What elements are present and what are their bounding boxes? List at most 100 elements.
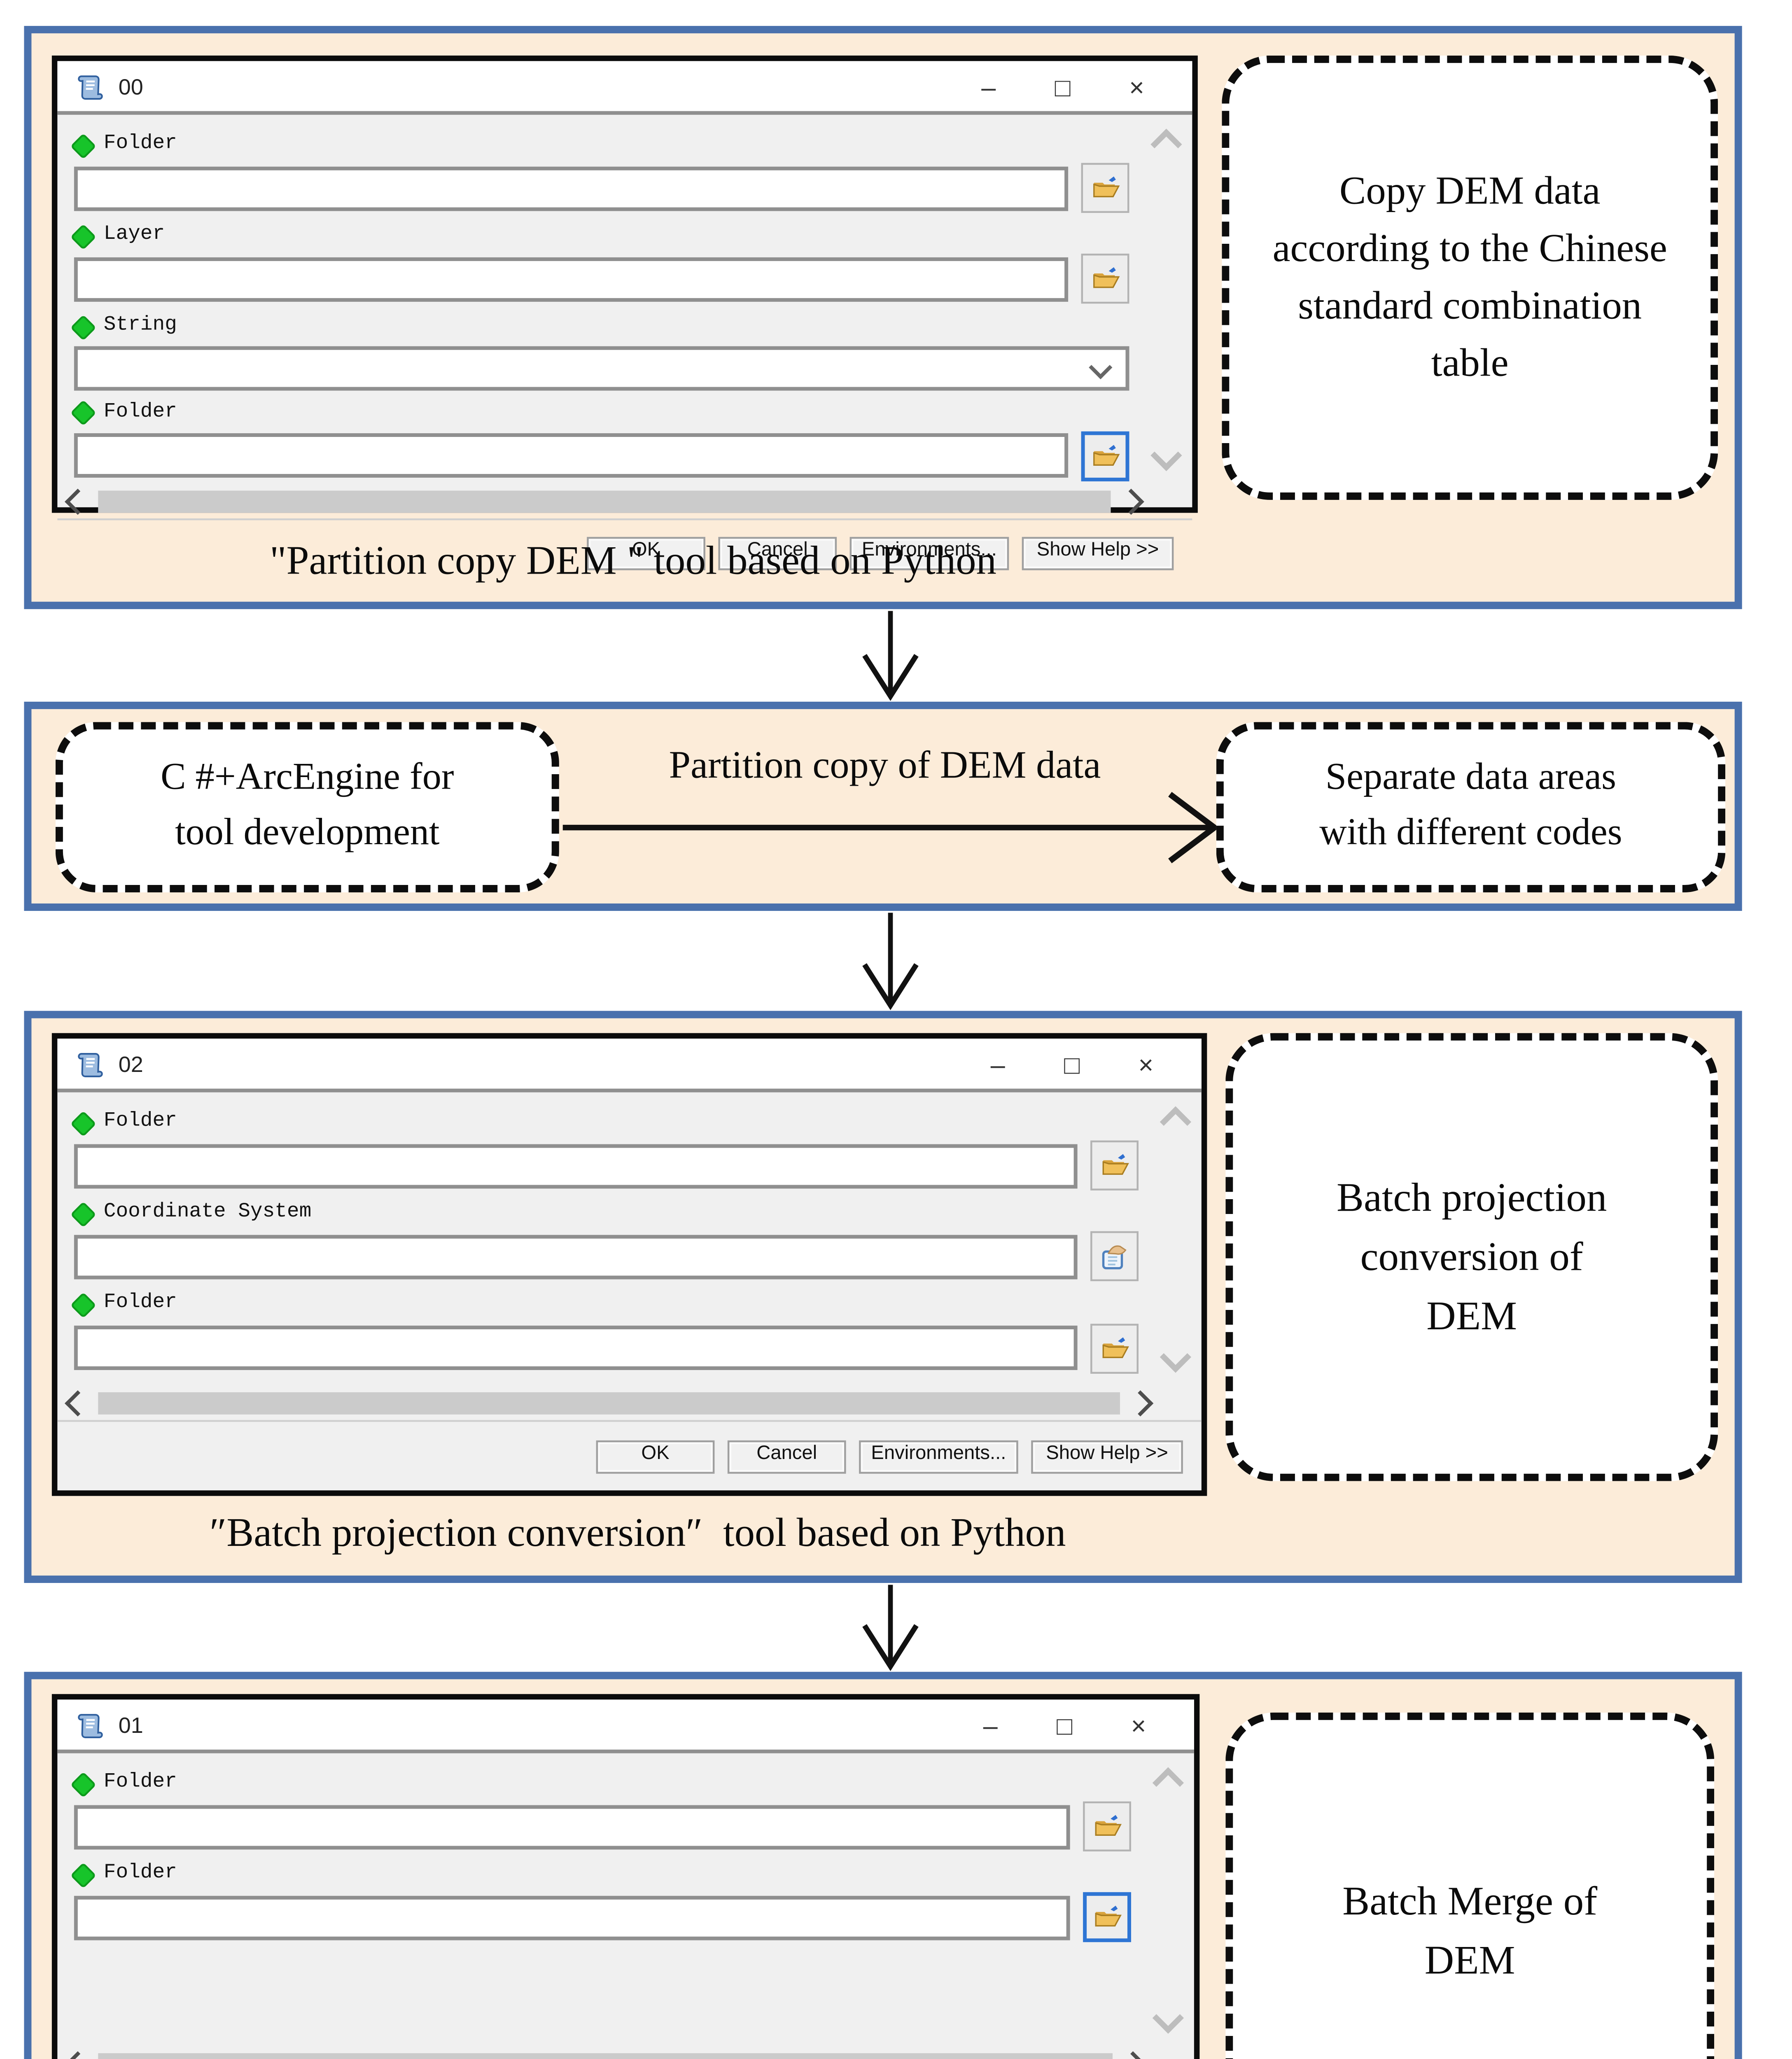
folder-input[interactable]	[74, 1144, 1078, 1188]
cancel-button[interactable]: Cancel	[727, 1439, 846, 1473]
window-title: 02	[118, 1051, 143, 1077]
environments-button[interactable]: Environments...	[859, 1439, 1018, 1473]
flow-arrow-down-icon	[862, 1585, 919, 1671]
field-label: Folder	[103, 1111, 177, 1133]
param-field: Folder	[70, 1862, 1131, 1943]
param-field: Coordinate System	[70, 1201, 1139, 1282]
chevron-down-icon	[1089, 355, 1113, 379]
tool-window-02: 02 – □ × Folder	[51, 1033, 1207, 1496]
required-param-dot	[70, 314, 97, 341]
stage4-panel: 01 – □ × Folder	[24, 1671, 1742, 2059]
scroll-up-icon[interactable]	[1152, 1767, 1184, 1799]
folder-input[interactable]	[74, 434, 1069, 479]
string-combobox[interactable]	[74, 345, 1129, 390]
required-param-dot	[70, 1201, 97, 1228]
titlebar[interactable]: 00 – □ ×	[57, 61, 1192, 115]
box-separate-data-areas: Separate data areas with different codes	[1216, 722, 1726, 893]
close-button[interactable]: ×	[1131, 1709, 1146, 1739]
caption-partition-copy-tool: "Partition copy DEM " tool based on Pyth…	[270, 537, 997, 584]
scrollbar-thumb[interactable]	[98, 490, 1111, 513]
browse-folder-button[interactable]	[1090, 1141, 1139, 1191]
cancel-button[interactable]: Cancel	[718, 537, 837, 571]
show-help-button[interactable]: Show Help >>	[1031, 1439, 1183, 1473]
close-button[interactable]: ×	[1129, 71, 1144, 101]
browse-folder-button[interactable]	[1081, 254, 1129, 305]
minimize-button[interactable]: –	[981, 71, 996, 101]
scroll-up-icon[interactable]	[1150, 128, 1182, 160]
required-param-dot	[70, 1110, 97, 1136]
tool-window-01: 01 – □ × Folder	[51, 1694, 1200, 2059]
layer-input[interactable]	[74, 257, 1069, 302]
scrollbar-thumb[interactable]	[98, 1392, 1120, 1415]
stage3-panel: 02 – □ × Folder	[24, 1011, 1742, 1583]
field-label: Folder	[103, 401, 177, 423]
maximize-button[interactable]: □	[1057, 1709, 1073, 1739]
ok-button[interactable]: OK	[596, 1439, 715, 1473]
folder-input[interactable]	[74, 166, 1069, 211]
titlebar[interactable]: 01 – □ ×	[57, 1699, 1194, 1753]
scroll-right-icon[interactable]	[1120, 2051, 1146, 2059]
script-tool-icon	[76, 71, 105, 101]
scroll-right-icon[interactable]	[1127, 1390, 1154, 1417]
note-batch-merge: Batch Merge of DEM	[1225, 1712, 1715, 2059]
close-button[interactable]: ×	[1138, 1048, 1154, 1079]
stage2-panel: C #+ArcEngine for tool development Parti…	[24, 701, 1742, 911]
folder-input[interactable]	[74, 1805, 1070, 1849]
maximize-button[interactable]: □	[1055, 71, 1071, 101]
dialog-button-row: OK Cancel Environments... Show Help >>	[57, 520, 1192, 588]
flow-arrow-down-icon	[862, 611, 919, 701]
environments-button[interactable]: Environments...	[849, 537, 1009, 571]
browse-folder-button[interactable]	[1081, 163, 1129, 213]
spatial-reference-button[interactable]	[1090, 1232, 1139, 1282]
scroll-right-icon[interactable]	[1118, 488, 1144, 515]
note-batch-projection-conversion: Batch projection conversion of DEM	[1225, 1033, 1718, 1481]
scroll-up-icon[interactable]	[1160, 1106, 1192, 1138]
horizontal-scrollbar[interactable]	[65, 488, 1144, 515]
box-arcengine-development: C #+ArcEngine for tool development	[55, 722, 559, 893]
script-tool-icon	[76, 1710, 105, 1739]
browse-folder-button-active[interactable]	[1081, 431, 1129, 481]
scrollbar-thumb[interactable]	[98, 2053, 1113, 2059]
required-param-dot	[70, 1771, 97, 1798]
ok-button[interactable]: OK	[587, 537, 705, 571]
browse-folder-button[interactable]	[1090, 1323, 1139, 1373]
field-label: Coordinate System	[103, 1202, 312, 1224]
window-title: 00	[118, 73, 143, 99]
minimize-button[interactable]: –	[983, 1709, 998, 1739]
scroll-down-icon[interactable]	[1152, 2002, 1184, 2034]
required-param-dot	[70, 1292, 97, 1319]
minimize-button[interactable]: –	[990, 1048, 1005, 1079]
window-title: 01	[118, 1711, 143, 1738]
flow-arrow-down-icon	[862, 913, 919, 1010]
field-label: Folder	[103, 1293, 177, 1315]
scroll-down-icon[interactable]	[1150, 439, 1182, 471]
scroll-left-icon[interactable]	[65, 1390, 91, 1417]
folder-input[interactable]	[74, 1326, 1078, 1370]
scroll-left-icon[interactable]	[65, 488, 91, 515]
horizontal-scrollbar[interactable]	[65, 2051, 1146, 2059]
param-field: String	[70, 314, 1129, 390]
browse-folder-button[interactable]	[1083, 1802, 1131, 1852]
vertical-scrollbar[interactable]	[1152, 1767, 1184, 2034]
scroll-down-icon[interactable]	[1160, 1341, 1192, 1373]
horizontal-scrollbar[interactable]	[65, 1390, 1154, 1417]
tool-window-00: 00 – □ × Folder	[51, 55, 1198, 571]
param-field: Folder	[70, 132, 1129, 213]
field-label: String	[103, 315, 177, 338]
maximize-button[interactable]: □	[1064, 1048, 1080, 1079]
param-field: Layer	[70, 223, 1129, 305]
dialog-body: Folder Coordinate System	[57, 1093, 1202, 1422]
vertical-scrollbar[interactable]	[1150, 128, 1182, 471]
folder-input[interactable]	[74, 1896, 1070, 1940]
caption-batch-projection-tool: ″Batch projection conversion″ tool based…	[210, 1509, 1066, 1555]
dialog-body: Folder Layer	[57, 115, 1192, 520]
required-param-dot	[70, 132, 97, 159]
titlebar[interactable]: 02 – □ ×	[57, 1039, 1202, 1093]
dialog-body: Folder Folder	[57, 1753, 1194, 2059]
show-help-button[interactable]: Show Help >>	[1022, 537, 1174, 571]
browse-folder-button-active[interactable]	[1083, 1893, 1131, 1943]
scroll-left-icon[interactable]	[65, 2051, 91, 2059]
vertical-scrollbar[interactable]	[1160, 1106, 1192, 1373]
param-field: Folder	[70, 1292, 1139, 1373]
coordinate-system-input[interactable]	[74, 1235, 1078, 1279]
